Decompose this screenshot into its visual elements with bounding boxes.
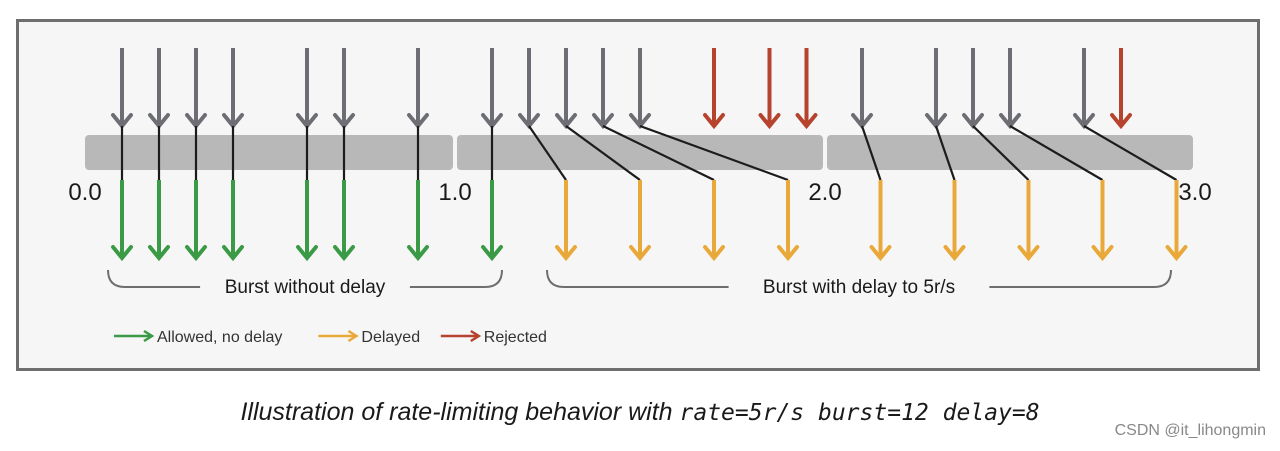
legend-arrowhead-allowed [143,329,155,343]
delayed-request-arrow [703,180,725,262]
burst-with-delay-brace-right [989,269,1172,288]
delayed-request-arrow-head [703,245,725,262]
rejected-request-arrow-head [1110,113,1132,130]
rejected-request-arrow-head [703,113,725,130]
incoming-request-arrow [148,48,170,130]
request-path-line [1009,125,1104,181]
allowed-request-arrow [296,180,318,262]
legend-item-delayed: Delayed [318,329,420,346]
delayed-request-arrow [1091,180,1114,262]
allowed-request-arrow [111,180,133,262]
allowed-request-arrow-head [481,245,503,262]
allowed-request-arrow [333,180,355,262]
delayed-request-arrow [629,180,651,262]
timeline-segment [457,135,823,170]
tick-label: 0.0 [68,179,101,206]
incoming-request-arrow [629,48,651,130]
request-path-line [934,125,956,181]
allowed-request-arrow [222,180,244,262]
request-path-line [528,125,567,181]
burst-without-delay-brace-label: Burst without delay [225,277,386,298]
delayed-request-arrow [1165,180,1188,262]
allowed-request-arrow-head [222,245,244,262]
incoming-request-arrow [1073,48,1095,130]
caption-text: Illustration of rate-limiting behavior w… [240,398,680,426]
request-path-line [639,124,789,182]
request-path-line [602,125,715,181]
request-path-line [972,125,1030,181]
legend-arrowhead-rejected [470,329,482,343]
delayed-request-arrow-head [1017,245,1040,262]
delayed-request-arrow [869,180,892,262]
delayed-request-arrow-head [1165,245,1188,262]
incoming-request-arrow [111,48,133,130]
burst-with-delay-brace: Burst with delay to 5r/s [546,269,1172,298]
delayed-request-arrow-head [777,245,799,262]
allowed-request-arrow [481,180,503,262]
request-path-line [860,125,882,181]
allowed-request-arrow [185,180,207,262]
allowed-request-arrow-head [296,245,318,262]
tick-label: 1.0 [438,179,471,206]
figure-caption: Illustration of rate-limiting behavior w… [0,398,1280,427]
legend-label-allowed: Allowed, no delay [157,329,282,346]
tick-label: 3.0 [1178,179,1211,206]
timeline-segment [85,135,453,170]
allowed-request-arrow [148,180,170,262]
allowed-request-arrow-head [407,245,429,262]
legend-item-allowed: Allowed, no delay [114,329,282,346]
rejected-request-arrow-head [758,113,781,130]
incoming-request-arrow [555,48,577,130]
timeline-segment [827,135,1193,170]
incoming-request-arrow [999,48,1021,130]
request-path-line [1083,125,1178,181]
incoming-request-arrow [296,48,318,130]
allowed-request-arrow-head [333,245,355,262]
burst-without-delay-brace: Burst without delay [107,269,503,298]
burst-with-delay-brace-left [546,269,729,288]
delayed-request-arrow [943,180,966,262]
incoming-request-arrow [592,48,614,130]
delayed-request-arrow [1017,180,1040,262]
incoming-request-arrow [407,48,429,130]
rejected-request-arrow [795,48,818,130]
rejected-request-arrow [1110,48,1132,130]
rejected-request-arrow [703,48,725,130]
incoming-request-arrow [962,48,984,130]
watermark: CSDN @it_lihongmin [1114,422,1266,439]
rejected-request-arrow-head [795,113,818,130]
burst-without-delay-brace-left [107,269,201,288]
legend-label-rejected: Rejected [484,329,547,346]
incoming-request-arrow [925,48,947,130]
delayed-request-arrow-head [943,245,966,262]
delayed-request-arrow-head [629,245,651,262]
delayed-request-arrow-head [869,245,892,262]
rejected-request-arrow [758,48,781,130]
incoming-request-arrow [518,48,540,130]
delayed-request-arrow-head [1091,245,1114,262]
delayed-request-arrow [777,180,799,262]
burst-without-delay-brace-right [409,269,503,288]
legend-label-delayed: Delayed [361,329,420,346]
legend-item-rejected: Rejected [440,329,547,346]
allowed-request-arrow-head [111,245,133,262]
delayed-request-arrow-head [555,245,577,262]
burst-with-delay-brace-label: Burst with delay to 5r/s [763,277,955,298]
incoming-request-arrow [222,48,244,130]
caption-config: rate=5r/s burst=12 delay=8 [679,400,1040,426]
incoming-request-arrow [333,48,355,130]
tick-label: 2.0 [808,179,841,206]
incoming-request-arrow [851,48,873,130]
legend-arrowhead-delayed [347,329,359,343]
allowed-request-arrow-head [148,245,170,262]
allowed-request-arrow-head [185,245,207,262]
allowed-request-arrow [407,180,429,262]
incoming-request-arrow [481,48,503,130]
request-path-line [565,125,641,181]
incoming-request-arrow [185,48,207,130]
delayed-request-arrow [555,180,577,262]
